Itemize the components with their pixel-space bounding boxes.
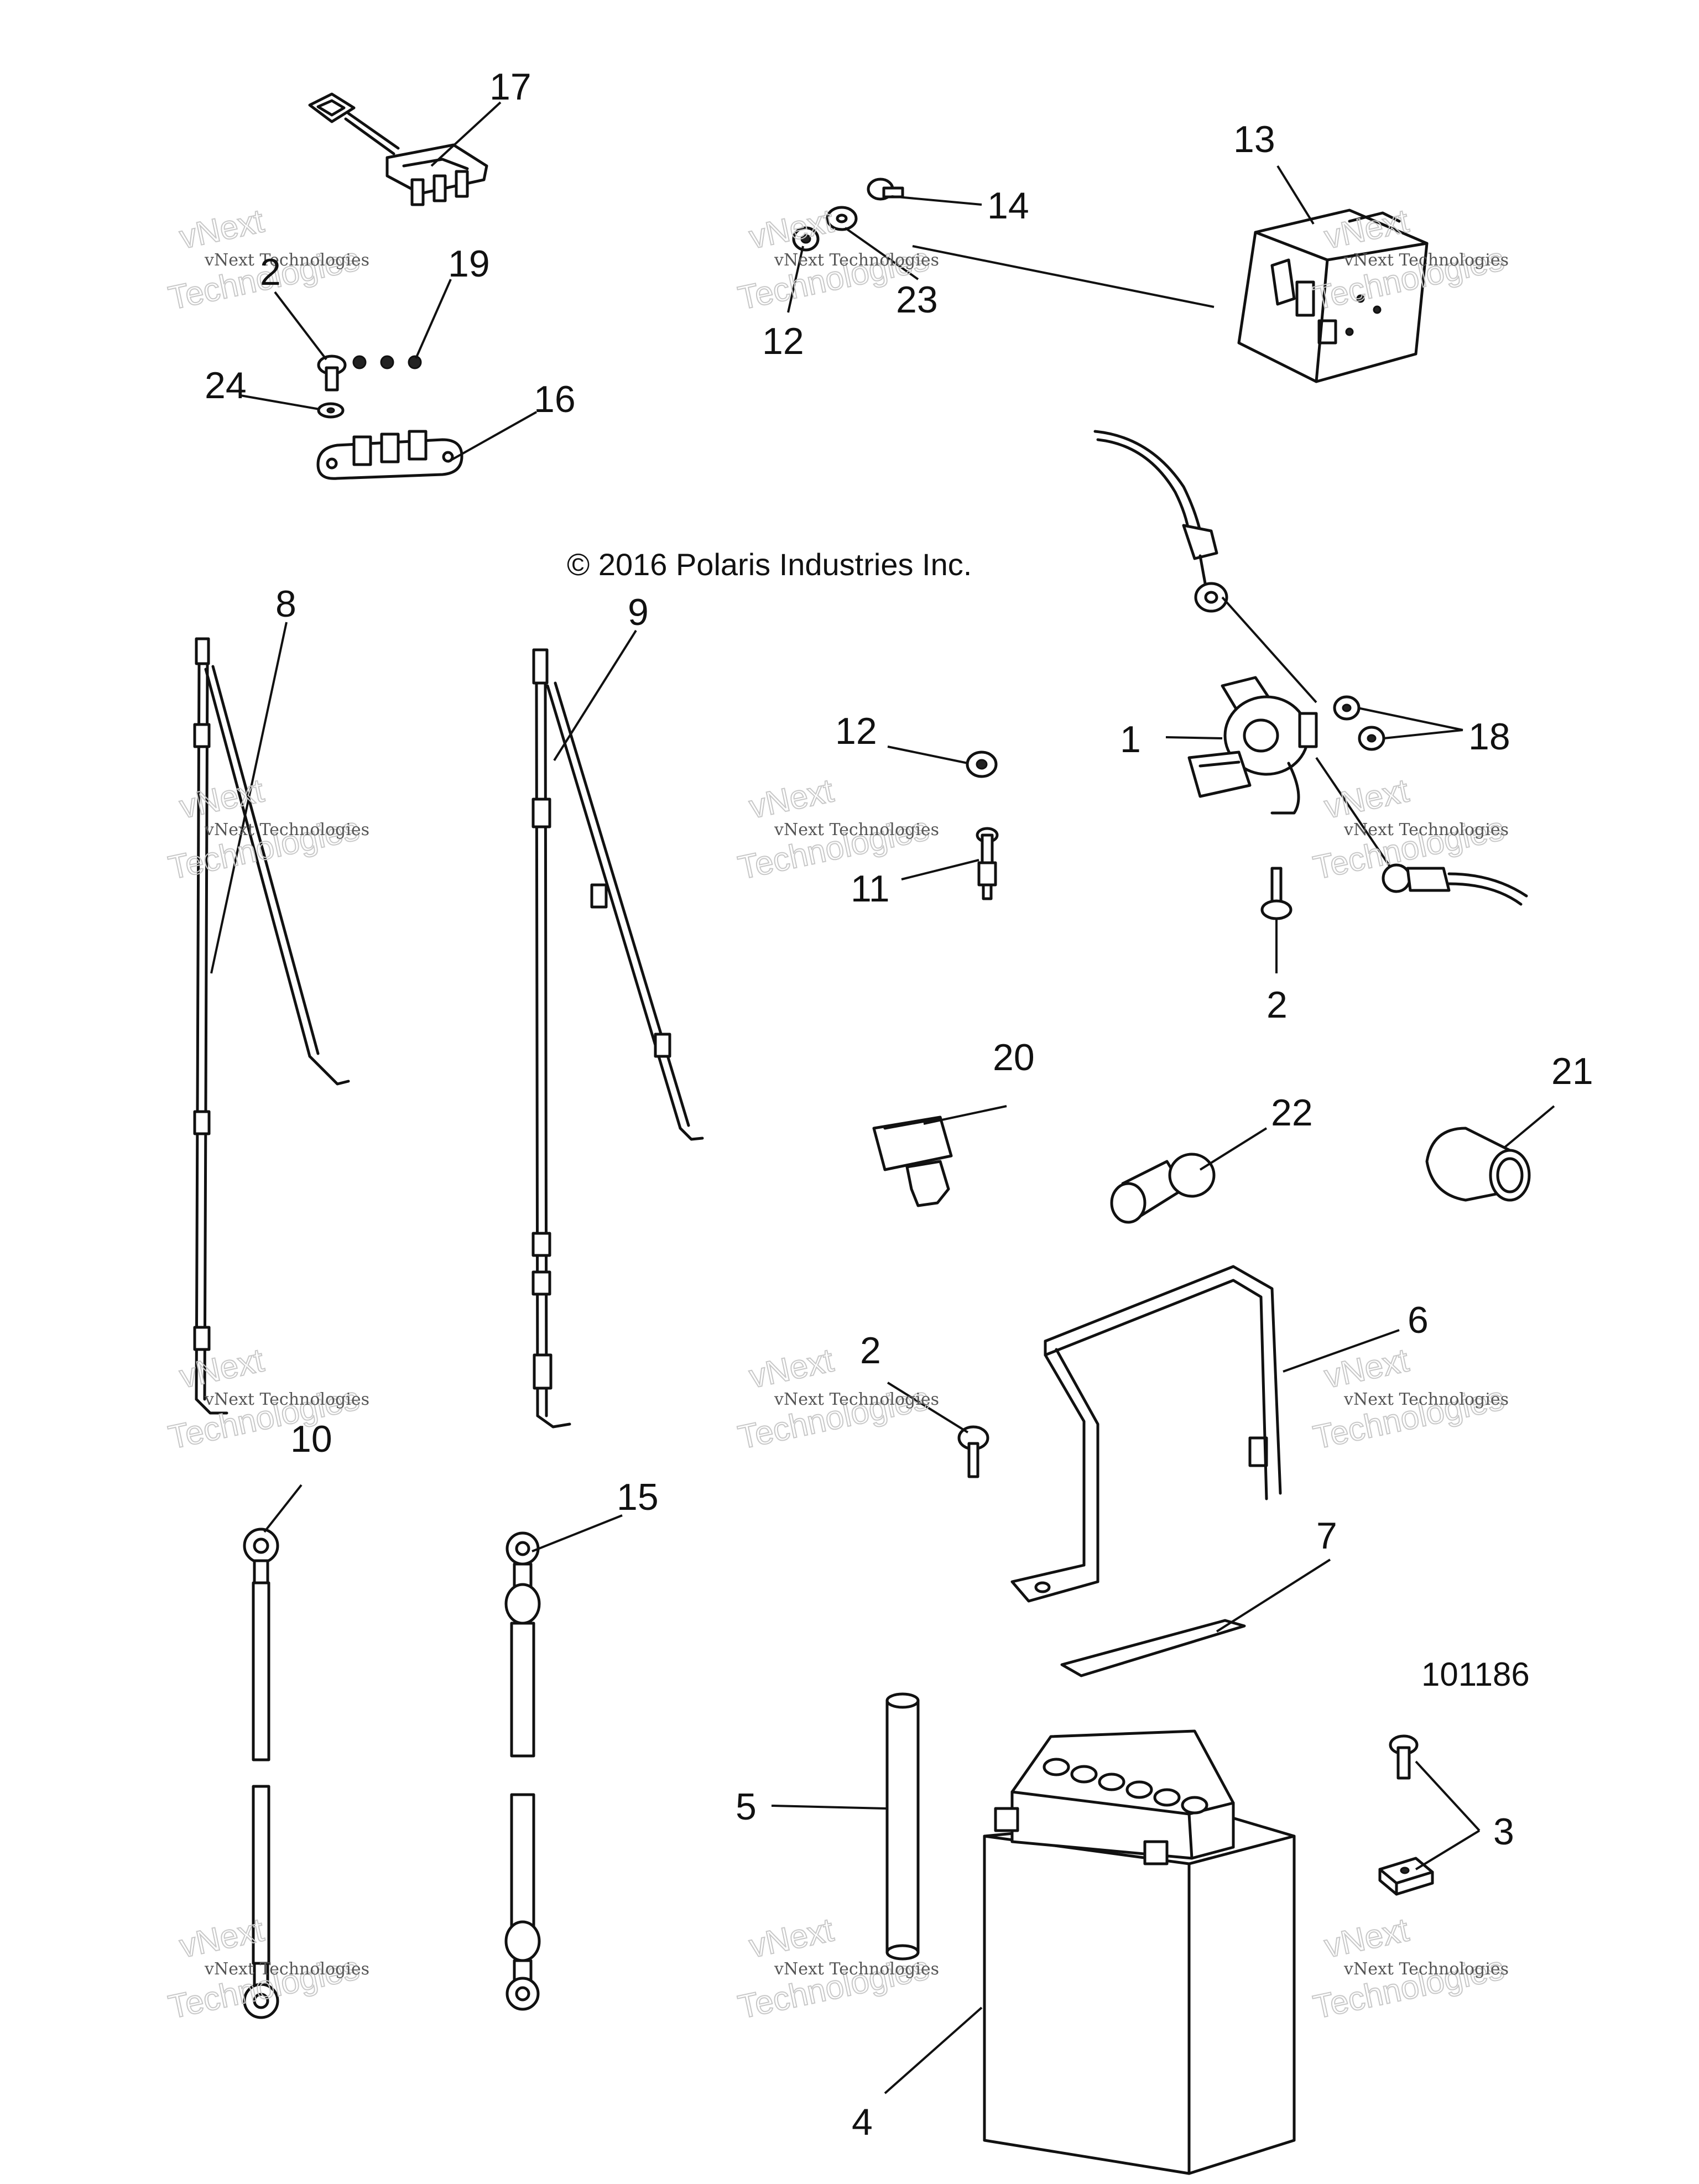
callout-19: 19 xyxy=(448,243,490,285)
svg-text:vNext Technologies: vNext Technologies xyxy=(204,251,369,270)
watermark-11: Technologies vNext vNext Technologies xyxy=(734,1910,939,2026)
callout-2-low: 2 xyxy=(860,1330,881,1372)
part-1-cable-end xyxy=(1382,863,1528,906)
part-16-terminal-block xyxy=(316,430,463,480)
callout-20: 20 xyxy=(993,1036,1035,1078)
svg-text:vNext Technologies: vNext Technologies xyxy=(204,1390,369,1409)
callout-5: 5 xyxy=(736,1786,757,1828)
callout-24: 24 xyxy=(205,364,247,406)
part-5-tube xyxy=(885,1692,920,1961)
part-12-nut-top xyxy=(792,226,820,252)
leader-lines xyxy=(210,101,1555,2094)
part-18-nuts xyxy=(1333,695,1385,751)
svg-text:vNext: vNext xyxy=(746,772,837,825)
part-13-module xyxy=(1237,209,1429,383)
callout-17: 17 xyxy=(489,66,531,108)
callout-2-mid: 2 xyxy=(1267,984,1288,1026)
svg-text:vNext: vNext xyxy=(1321,1341,1412,1395)
part-8-cable xyxy=(193,637,350,1415)
callout-2-top: 2 xyxy=(260,251,281,293)
part-20-boot xyxy=(872,1116,953,1207)
part-2-bolt-mid xyxy=(1260,867,1293,920)
svg-text:vNext: vNext xyxy=(176,202,267,256)
part-22-boot xyxy=(1110,1153,1216,1224)
part-21-boot xyxy=(1425,1127,1531,1202)
part-9-cable xyxy=(531,648,704,1429)
svg-text:vNext Technologies: vNext Technologies xyxy=(1343,1959,1509,1979)
callout-12-mid: 12 xyxy=(835,710,877,752)
callout-15: 15 xyxy=(617,1476,659,1518)
part-17-cap xyxy=(308,92,488,206)
part-11-stud xyxy=(976,827,999,900)
callout-6: 6 xyxy=(1408,1299,1429,1341)
svg-text:vNext: vNext xyxy=(746,1911,837,1964)
callout-21: 21 xyxy=(1551,1050,1593,1092)
callout-16: 16 xyxy=(534,378,576,420)
svg-text:vNext: vNext xyxy=(746,1341,837,1395)
part-23-washer xyxy=(826,206,858,231)
copyright-notice: © 2016 Polaris Industries Inc. xyxy=(567,547,972,582)
part-15-cable xyxy=(504,1531,541,2011)
svg-text:vNext: vNext xyxy=(1321,1911,1412,1964)
callout-14: 14 xyxy=(987,185,1029,227)
watermark-8: Technologies vNext vNext Technologies xyxy=(734,1341,939,1456)
callout-22: 22 xyxy=(1271,1092,1313,1134)
svg-text:vNext: vNext xyxy=(746,202,837,256)
svg-text:vNext Technologies: vNext Technologies xyxy=(1343,251,1509,270)
part-3-bolt-nut xyxy=(1378,1734,1434,1896)
callout-18: 18 xyxy=(1468,716,1510,758)
part-2-bolt-top xyxy=(317,355,347,392)
svg-text:vNext Technologies: vNext Technologies xyxy=(774,1390,939,1409)
svg-text:vNext: vNext xyxy=(1321,772,1412,825)
callout-1: 1 xyxy=(1120,718,1141,760)
part-24-washer xyxy=(317,402,345,419)
svg-text:vNext Technologies: vNext Technologies xyxy=(1343,1390,1509,1409)
drawing-number: 101186 xyxy=(1421,1656,1530,1693)
callout-7: 7 xyxy=(1316,1515,1337,1557)
watermark-5: Technologies vNext vNext Technologies xyxy=(734,771,939,887)
callout-4: 4 xyxy=(852,2101,873,2143)
svg-text:vNext Technologies: vNext Technologies xyxy=(204,820,369,840)
svg-text:vNext Technologies: vNext Technologies xyxy=(774,251,939,270)
svg-text:vNext: vNext xyxy=(176,1341,267,1395)
callout-12-top: 12 xyxy=(762,320,804,362)
callout-10: 10 xyxy=(290,1418,332,1460)
callout-11: 11 xyxy=(851,868,890,910)
svg-text:vNext Technologies: vNext Technologies xyxy=(774,1959,939,1979)
callout-9: 9 xyxy=(628,591,649,633)
part-19-nuts xyxy=(352,355,422,369)
part-6-bracket xyxy=(1010,1265,1282,1603)
watermark-12: Technologies vNext vNext Technologies xyxy=(1310,1910,1509,2026)
callout-23: 23 xyxy=(896,279,938,321)
part-1-solenoid xyxy=(1093,430,1318,815)
part-4-battery xyxy=(983,1729,1296,2175)
part-2-bolt-low xyxy=(957,1425,989,1478)
svg-text:vNext Technologies: vNext Technologies xyxy=(204,1959,369,1979)
part-10-cable xyxy=(243,1528,279,2019)
part-12-nut-mid xyxy=(966,750,998,778)
part-7-pad xyxy=(1060,1619,1246,1677)
callout-13: 13 xyxy=(1233,118,1275,160)
watermark-9: Technologies vNext vNext Technologies xyxy=(1310,1341,1509,1456)
svg-text:vNext Technologies: vNext Technologies xyxy=(774,820,939,840)
callout-8: 8 xyxy=(275,583,296,625)
svg-text:vNext Technologies: vNext Technologies xyxy=(1343,820,1509,840)
callout-3: 3 xyxy=(1493,1811,1514,1853)
